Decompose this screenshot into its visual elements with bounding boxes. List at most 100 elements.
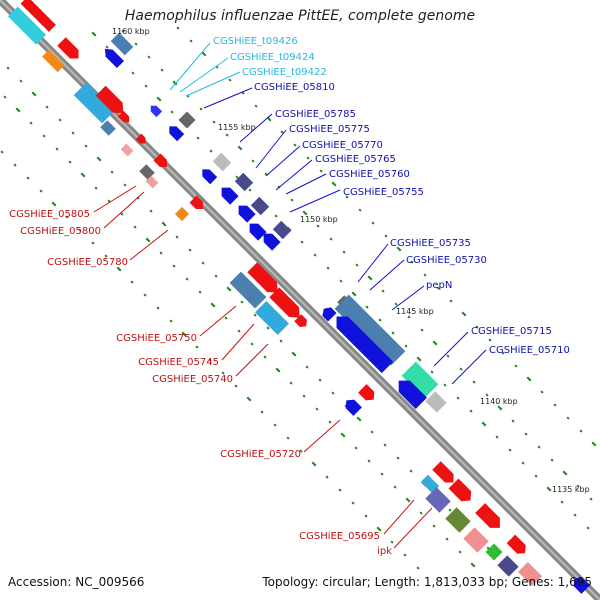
gene-block[interactable] bbox=[174, 206, 190, 222]
gene-block[interactable] bbox=[178, 111, 196, 129]
forward-gene-arrow[interactable] bbox=[57, 37, 82, 62]
gene-label[interactable]: CGSHiEE_05755 bbox=[343, 187, 424, 198]
gene-label[interactable]: CGSHiEE_05730 bbox=[406, 255, 487, 266]
gene-label[interactable]: ipk bbox=[377, 546, 392, 557]
track-tick bbox=[130, 280, 134, 284]
gene-label[interactable]: CGSHiEE_05770 bbox=[302, 140, 383, 151]
gene-label[interactable]: CGSHiEE_05735 bbox=[390, 238, 471, 249]
gene-label[interactable]: CGSHiEE_t09424 bbox=[230, 52, 315, 63]
forward-gene-arrow[interactable] bbox=[448, 478, 476, 506]
gene-label[interactable]: CGSHiEE_05760 bbox=[329, 169, 410, 180]
track-tick bbox=[354, 446, 358, 450]
track-tick bbox=[214, 274, 218, 278]
gene-block[interactable] bbox=[255, 301, 289, 335]
forward-gene-arrow[interactable] bbox=[475, 503, 505, 533]
track-tick bbox=[416, 566, 420, 570]
forward-gene-arrow[interactable] bbox=[95, 85, 129, 119]
gene-label[interactable]: CGSHiEE_t09426 bbox=[213, 36, 298, 47]
gene-label[interactable]: CGSHiEE_05780 bbox=[47, 257, 128, 268]
gene-block[interactable] bbox=[145, 175, 159, 189]
gene-label[interactable]: CGSHiEE_05715 bbox=[471, 326, 552, 337]
forward-gene-arrow[interactable] bbox=[153, 153, 171, 171]
track-tick bbox=[29, 121, 33, 125]
forward-gene-arrow[interactable] bbox=[189, 195, 207, 213]
reverse-gene-arrow[interactable] bbox=[320, 305, 337, 322]
gene-block[interactable] bbox=[120, 143, 134, 157]
gene-block[interactable] bbox=[334, 294, 406, 366]
reverse-gene-arrow[interactable] bbox=[259, 229, 281, 251]
forward-gene-arrow[interactable] bbox=[117, 110, 132, 125]
gene-label[interactable]: CGSHiEE_05710 bbox=[489, 345, 570, 356]
forward-gene-arrow[interactable] bbox=[135, 133, 149, 147]
gene-label[interactable]: CGSHiEE_05785 bbox=[275, 109, 356, 120]
track-tick bbox=[459, 367, 463, 371]
track-tick bbox=[485, 393, 489, 397]
gene-block[interactable] bbox=[100, 120, 116, 136]
gene-block[interactable] bbox=[445, 507, 471, 533]
gene-label[interactable]: CGSHiEE_05800 bbox=[20, 226, 101, 237]
gene-block[interactable] bbox=[234, 172, 254, 192]
track-tick bbox=[226, 286, 232, 292]
gene-features bbox=[7, 0, 590, 594]
reverse-gene-arrow[interactable] bbox=[199, 166, 218, 185]
gene-label[interactable]: CGSHiEE_05695 bbox=[299, 531, 380, 542]
track-tick bbox=[237, 145, 243, 151]
reverse-gene-arrow[interactable] bbox=[342, 396, 362, 416]
forward-gene-arrow[interactable] bbox=[269, 287, 304, 322]
gene-label[interactable]: CGSHiEE_05740 bbox=[152, 374, 233, 385]
track-tick bbox=[339, 279, 343, 283]
gene-label[interactable]: CGSHiEE_05750 bbox=[116, 333, 197, 344]
gene-block[interactable] bbox=[425, 391, 447, 413]
gene-label[interactable]: CGSHiEE_05765 bbox=[315, 154, 396, 165]
gene-label[interactable]: CGSHiEE_05720 bbox=[220, 449, 301, 460]
gene-label[interactable]: CGSHiEE_05775 bbox=[289, 124, 370, 135]
track-tick bbox=[201, 261, 205, 265]
gene-block[interactable] bbox=[517, 561, 543, 587]
gene-label[interactable]: CGSHiEE_t09422 bbox=[242, 67, 327, 78]
track-tick bbox=[403, 553, 407, 557]
gene-block[interactable] bbox=[463, 527, 489, 553]
gene-block[interactable] bbox=[497, 555, 519, 577]
track-tick bbox=[351, 501, 355, 505]
gene-block[interactable] bbox=[485, 543, 503, 561]
reverse-gene-arrow[interactable] bbox=[245, 219, 267, 241]
track-tick bbox=[235, 175, 239, 179]
gene-label[interactable]: CGSHiEE_05805 bbox=[9, 209, 90, 220]
gene-block[interactable] bbox=[272, 220, 292, 240]
track-tick bbox=[91, 31, 97, 37]
gene-block[interactable] bbox=[250, 196, 270, 216]
track-tick bbox=[319, 169, 323, 173]
reverse-gene-arrow[interactable] bbox=[331, 311, 394, 374]
gene-block[interactable] bbox=[420, 474, 440, 494]
gene-block[interactable] bbox=[401, 361, 439, 399]
gene-label[interactable]: pepN bbox=[426, 280, 452, 291]
gene-block[interactable] bbox=[110, 32, 134, 56]
forward-gene-arrow[interactable] bbox=[294, 314, 310, 330]
reverse-gene-arrow[interactable] bbox=[570, 574, 590, 594]
reverse-gene-arrow[interactable] bbox=[166, 123, 185, 142]
reverse-gene-arrow[interactable] bbox=[217, 183, 239, 205]
track-tick bbox=[143, 293, 147, 297]
forward-gene-arrow[interactable] bbox=[506, 534, 530, 558]
gene-block[interactable] bbox=[7, 6, 47, 45]
gene-block[interactable] bbox=[229, 271, 267, 309]
forward-gene-arrow[interactable] bbox=[358, 384, 378, 404]
gene-block[interactable] bbox=[20, 0, 56, 32]
gene-block[interactable] bbox=[425, 487, 451, 513]
reverse-gene-arrow[interactable] bbox=[148, 103, 163, 118]
track-tick bbox=[6, 66, 10, 70]
track-tick bbox=[175, 235, 179, 239]
track-tick bbox=[390, 540, 394, 544]
forward-gene-arrow[interactable] bbox=[247, 262, 282, 297]
forward-gene-arrow[interactable] bbox=[432, 461, 457, 486]
gene-block[interactable] bbox=[73, 82, 115, 124]
reverse-gene-arrow[interactable] bbox=[101, 45, 125, 69]
track-tick bbox=[475, 325, 479, 329]
gene-label[interactable]: CGSHiEE_05745 bbox=[138, 357, 219, 368]
gene-block[interactable] bbox=[212, 152, 232, 172]
gene-block[interactable] bbox=[139, 164, 155, 180]
reverse-gene-arrow[interactable] bbox=[393, 375, 427, 409]
track-tick bbox=[224, 316, 228, 320]
gene-label[interactable]: CGSHiEE_05810 bbox=[254, 82, 335, 93]
gene-block[interactable] bbox=[42, 49, 65, 73]
